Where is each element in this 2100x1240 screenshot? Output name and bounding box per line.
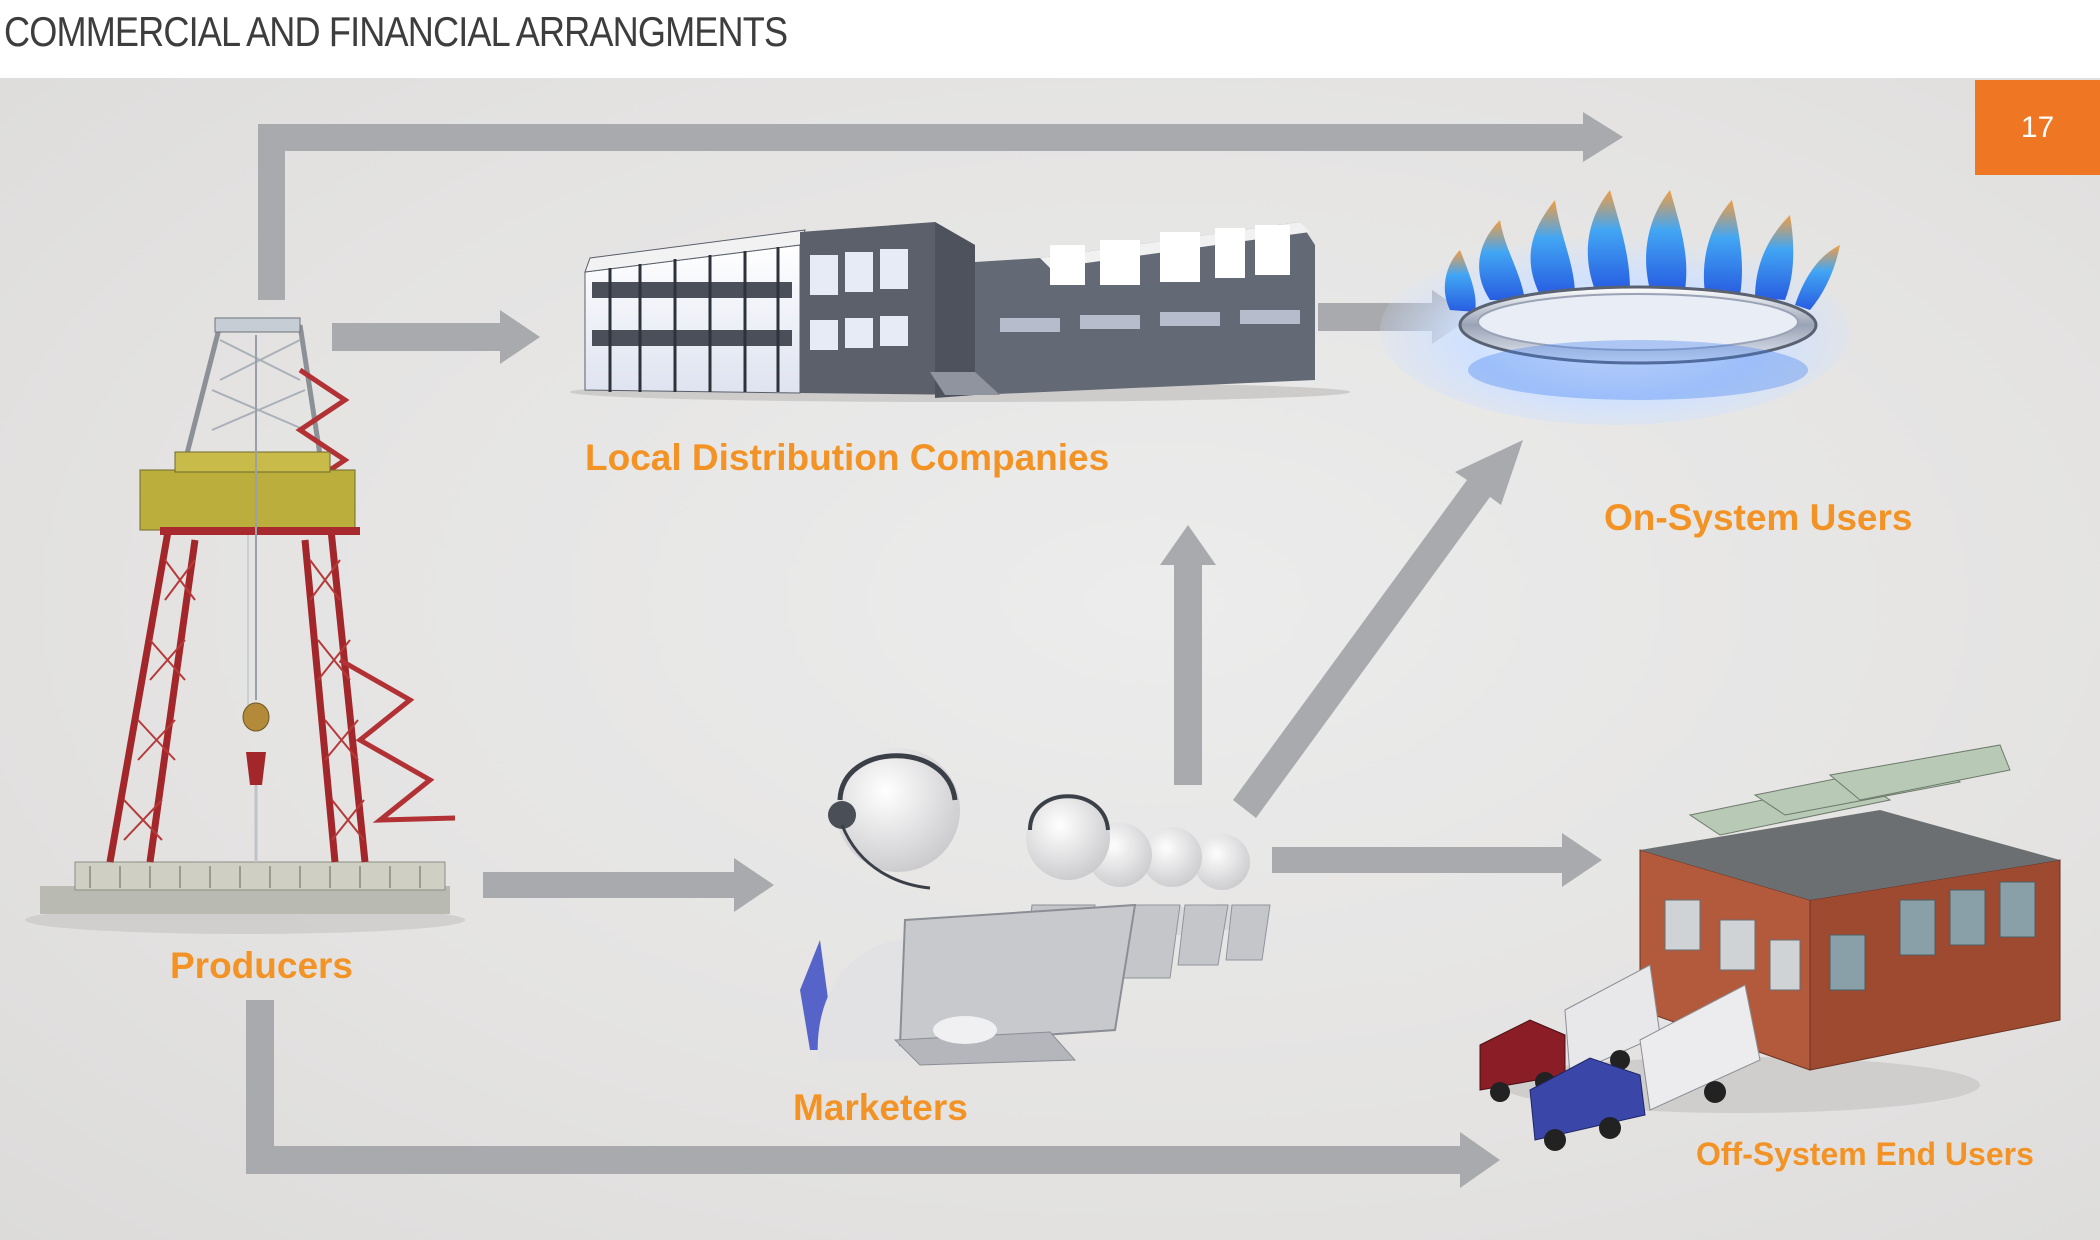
gas-burner-flame-icon — [1380, 190, 1850, 425]
call-center-agents-icon — [800, 748, 1271, 1066]
truck-blue — [1529, 984, 1761, 1151]
label-on-system-users: On-System Users — [1604, 497, 1913, 538]
label-marketers: Marketers — [793, 1087, 968, 1128]
arrow-marketers-to-on-system — [1233, 440, 1523, 818]
arrow-producers-to-off-system — [246, 1000, 1500, 1188]
factory-with-trucks-icon — [1479, 744, 2061, 1151]
flow-arrows — [246, 112, 1623, 1188]
label-off-system-end-users: Off-System End Users — [1696, 1136, 2034, 1172]
label-local-distribution-companies: Local Distribution Companies — [585, 437, 1110, 478]
arrow-marketers-to-ldc — [1160, 525, 1216, 785]
arrow-marketers-to-off-system — [1272, 833, 1602, 887]
arrow-producers-to-ldc — [332, 310, 540, 364]
arrow-producers-to-marketers — [483, 858, 774, 912]
drilling-rig-icon — [25, 317, 465, 934]
title-bar: COMMERCIAL AND FINANCIAL ARRANGMENTS — [0, 0, 2100, 78]
label-producers: Producers — [170, 945, 354, 986]
page-title: COMMERCIAL AND FINANCIAL ARRANGMENTS — [4, 8, 788, 55]
arrow-producers-to-on-system — [258, 112, 1623, 300]
truck-red — [1479, 964, 1661, 1102]
office-building-icon — [570, 222, 1350, 402]
page-number-badge: 17 — [1975, 80, 2100, 175]
